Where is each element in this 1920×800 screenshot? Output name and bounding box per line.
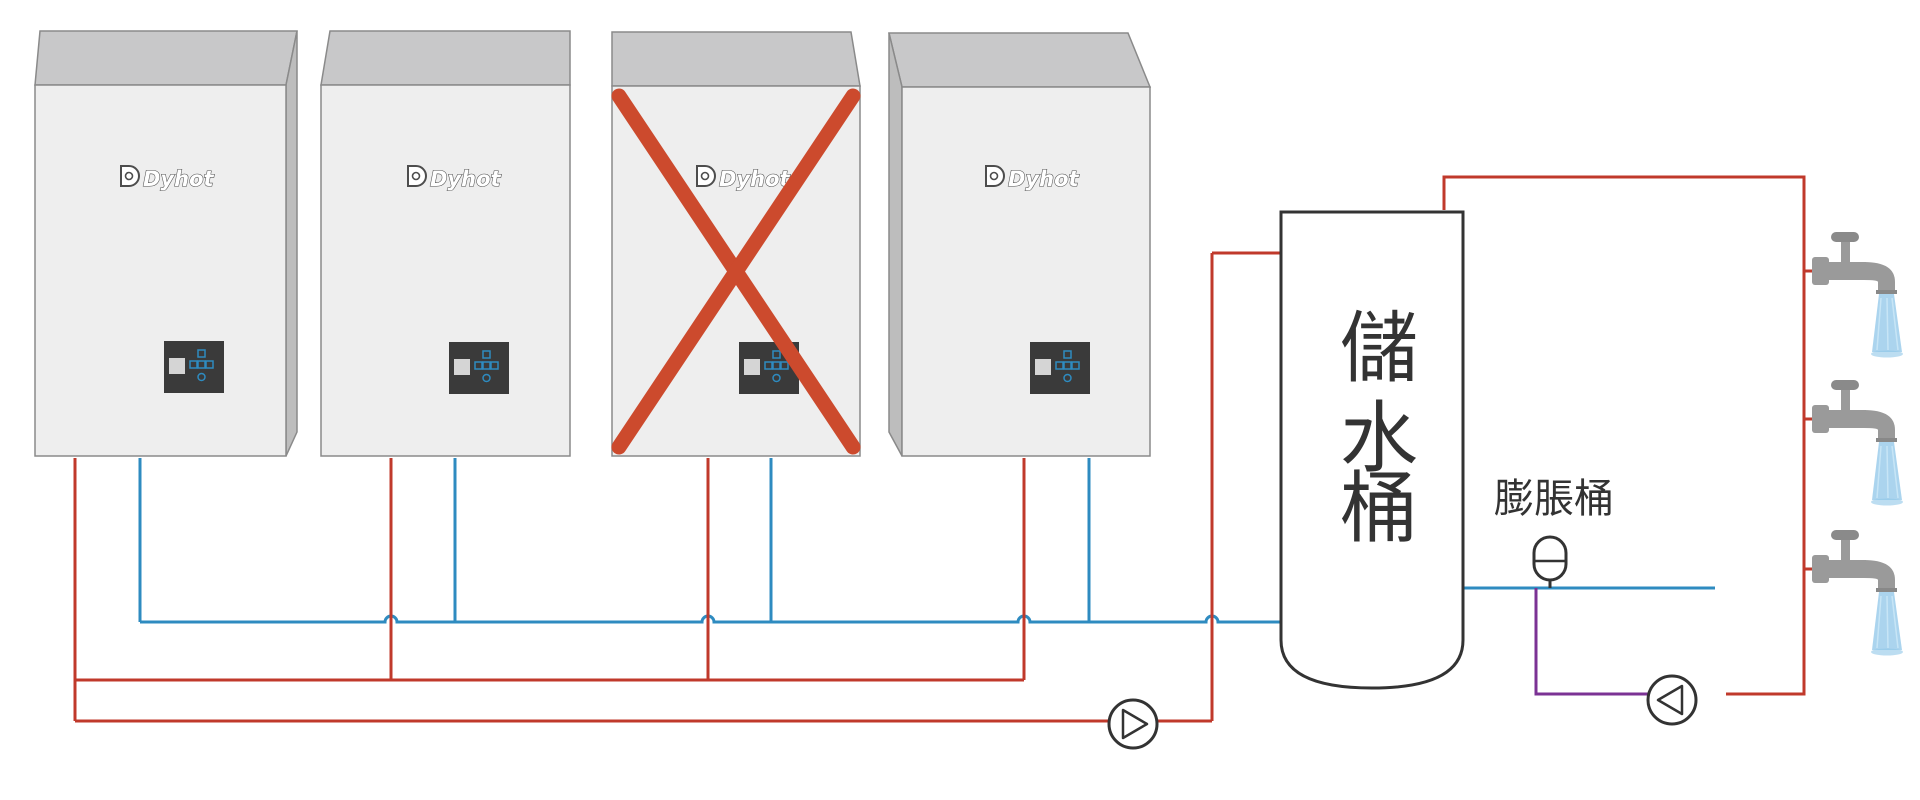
return-circulation-pump[interactable] — [1646, 674, 1698, 726]
heater-top — [888, 32, 1152, 88]
brand-text: Dyhot — [143, 167, 214, 191]
brand-logo-icon — [696, 165, 716, 187]
dpad-icon — [189, 349, 214, 382]
heater-circulation-pump[interactable] — [1107, 698, 1159, 750]
display-icon — [744, 359, 760, 375]
dpad-icon — [1055, 350, 1080, 383]
control-panel[interactable] — [739, 342, 799, 394]
heater-top — [320, 30, 571, 86]
heater-3[interactable]: Dyhot — [611, 31, 861, 457]
heater-side — [888, 32, 903, 457]
brand-text: Dyhot — [719, 167, 790, 191]
cold-water-pipes — [138, 458, 1715, 624]
display-icon — [1035, 359, 1051, 375]
brand-logo-icon — [120, 165, 140, 187]
water-stream-icon — [1871, 442, 1903, 506]
hot-water-pipes — [73, 175, 1825, 723]
storage-tank[interactable]: 儲 水 桶 — [1279, 210, 1465, 690]
heater-top — [34, 30, 298, 86]
pump-arrow-right-icon — [1121, 708, 1149, 740]
control-panel[interactable] — [449, 342, 509, 394]
storage-tank-label: 桶 — [1340, 464, 1418, 554]
faucet-1[interactable] — [1812, 232, 1903, 358]
faucet-2[interactable] — [1812, 380, 1903, 506]
display-icon — [454, 359, 470, 375]
expansion-tank[interactable] — [1532, 535, 1568, 588]
brand-text: Dyhot — [1008, 167, 1079, 191]
faucet-icon — [1812, 380, 1897, 442]
faucet-icon — [1812, 232, 1897, 294]
water-stream-icon — [1871, 592, 1903, 656]
control-panel[interactable] — [164, 341, 224, 393]
storage-tank-label: 水 — [1340, 394, 1418, 484]
heater-1[interactable]: Dyhot — [34, 30, 298, 457]
brand-logo-icon — [407, 165, 427, 187]
expansion-tank-label: 膨脹桶 — [1494, 476, 1614, 522]
heater-top — [611, 31, 861, 87]
storage-tank-label: 儲 — [1340, 304, 1418, 394]
pump-arrow-left-icon — [1656, 684, 1684, 716]
brand-logo-icon — [985, 165, 1005, 187]
water-stream-icon — [1871, 294, 1903, 358]
brand-text: Dyhot — [430, 167, 501, 191]
disabled-x-mark — [611, 88, 861, 455]
faucet-3[interactable] — [1812, 530, 1903, 656]
heater-side — [285, 30, 298, 457]
dpad-icon — [764, 350, 789, 383]
heater-front — [320, 84, 571, 457]
control-panel[interactable] — [1030, 342, 1090, 394]
heater-2[interactable]: Dyhot — [320, 30, 571, 457]
faucet-icon — [1812, 530, 1897, 592]
display-icon — [169, 358, 185, 374]
heater-4[interactable]: Dyhot — [888, 32, 1152, 457]
heater-front — [901, 86, 1151, 457]
dpad-icon — [474, 350, 499, 383]
return-pipe — [1534, 588, 1650, 696]
heater-front — [34, 84, 287, 457]
